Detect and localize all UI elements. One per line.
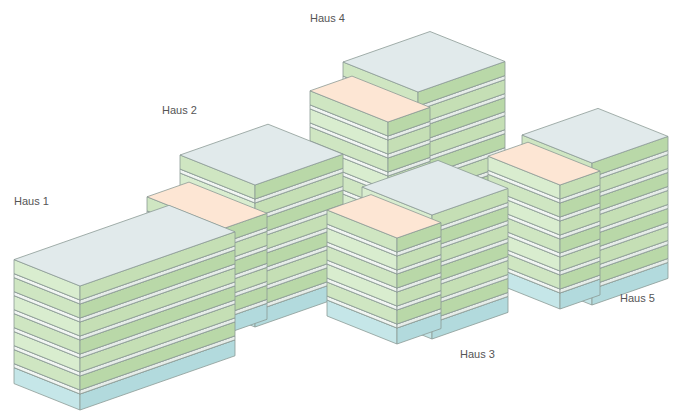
roof-slab-top-face <box>327 195 441 238</box>
roof-slab-top-face <box>488 142 600 185</box>
roof-slab-top-face <box>14 205 235 286</box>
building-label: Haus 3 <box>460 348 495 361</box>
building-label: Haus 4 <box>310 12 345 25</box>
roof-slab-top-face <box>180 124 343 185</box>
building-label: Haus 2 <box>162 104 197 117</box>
roof-slab-top-face <box>310 76 430 122</box>
building-label: Haus 5 <box>620 292 655 305</box>
building-label: Haus 1 <box>14 195 49 208</box>
